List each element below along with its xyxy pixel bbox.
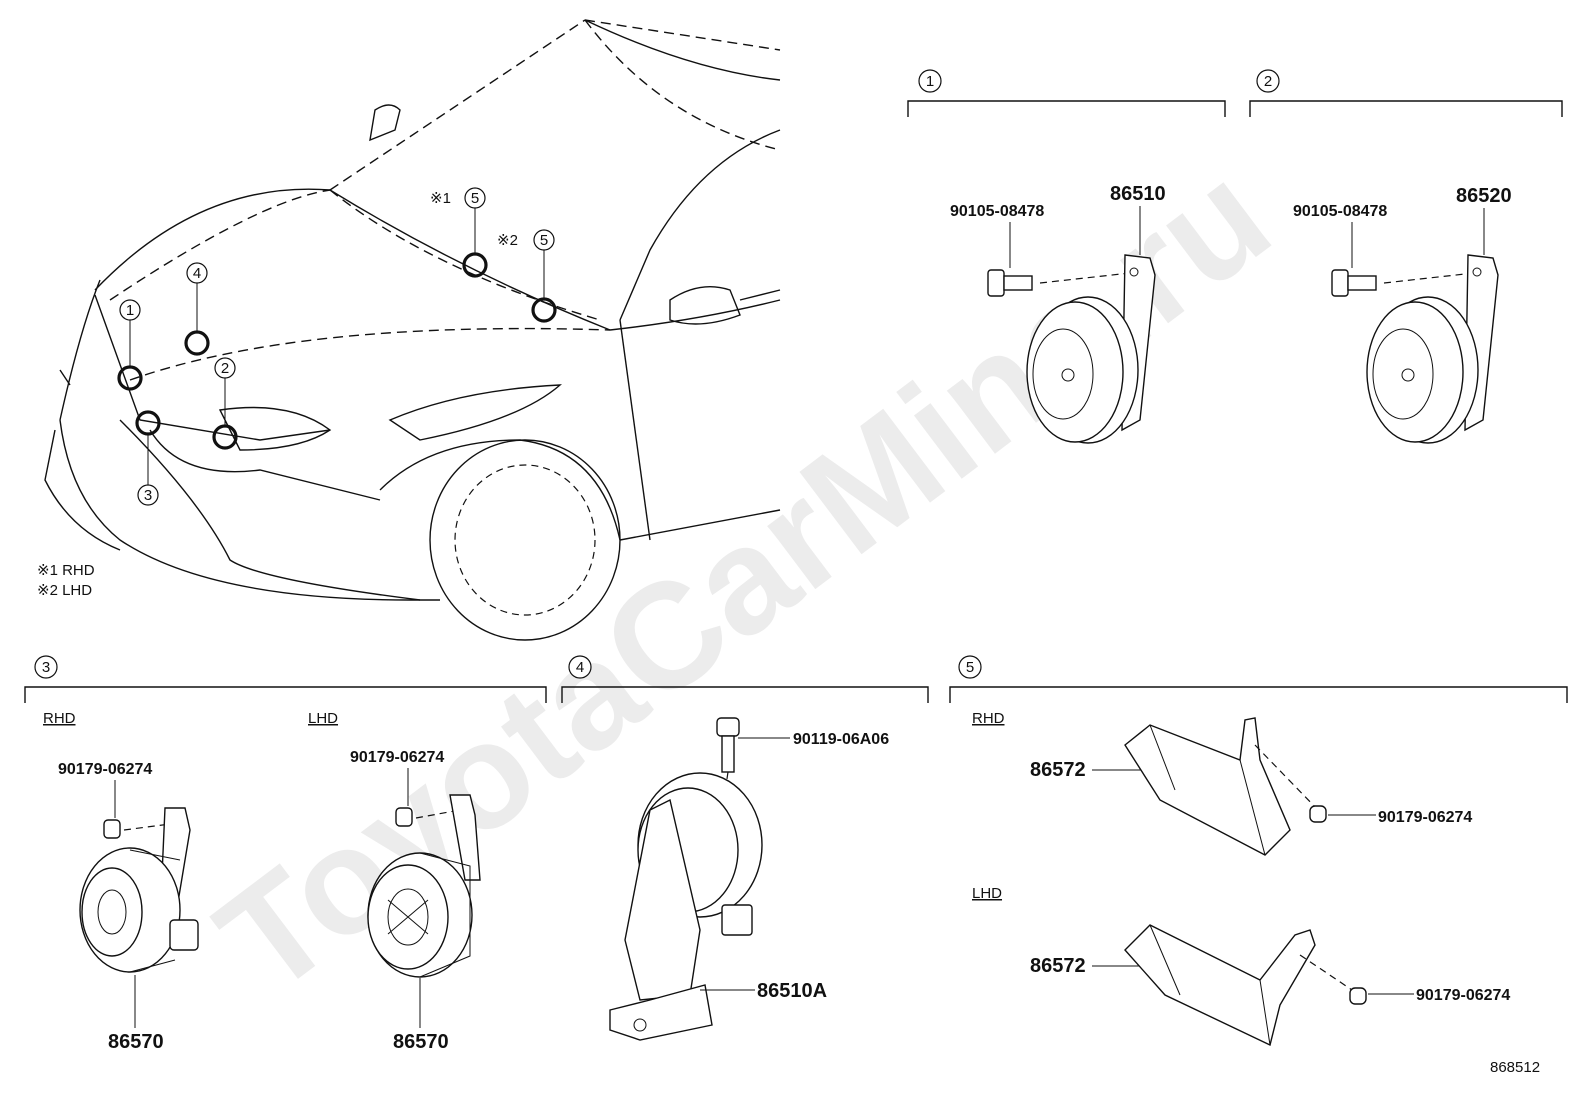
section-4-number: 4 (576, 659, 584, 676)
section-1-bolt (987, 269, 1131, 297)
section-2-horn-low: 2 90105-08478 86520 (1249, 69, 1563, 444)
car-front-view (44, 19, 781, 641)
section-1-horn-high: 1 90105-08478 86510 (907, 69, 1226, 444)
section-3-rhd-unit (79, 807, 199, 973)
callout-4-label: 4 (193, 265, 201, 282)
section-5-lhd-bracket (1124, 924, 1367, 1046)
section-2-bolt-part-number: 90105-08478 (1293, 203, 1387, 220)
callout-5-lhd-label: 5 (540, 232, 548, 249)
section-3-rhd-label: RHD (43, 710, 76, 727)
section-5-rhd-nut-part-number: 90179-06274 (1378, 809, 1472, 826)
callout-3-label: 3 (144, 487, 152, 504)
legend-note-rhd: ※1 RHD (37, 562, 95, 579)
section-4-horn-alt: 4 90119-06A06 86510A (561, 655, 929, 1041)
callout-5-rhd-label: 5 (471, 190, 479, 207)
callout-2-label: 2 (221, 360, 229, 377)
section-2-bolt (1331, 269, 1475, 297)
section-3-rhd-unit-part-number: 86570 (108, 1031, 164, 1053)
section-1-horn (1026, 254, 1156, 444)
section-5-rhd-bracket-part-number: 86572 (1030, 759, 1086, 781)
section-2-number: 2 (1264, 73, 1272, 90)
section-3-lhd-unit-part-number: 86570 (393, 1031, 449, 1053)
section-5-rhd-bracket (1124, 717, 1327, 856)
section-3-lhd-label: LHD (308, 710, 338, 727)
callout-ring-2 (212, 424, 238, 450)
section-3-lhd-nut-part-number: 90179-06274 (350, 749, 444, 766)
section-2-horn-part-number: 86520 (1456, 185, 1512, 207)
note-mark-2: ※2 (497, 232, 518, 249)
section-1-horn-part-number: 86510 (1110, 183, 1166, 205)
section-3-number: 3 (42, 659, 50, 676)
section-4-horn (609, 772, 763, 1041)
section-3-lhd-unit (367, 794, 481, 978)
note-mark-1: ※1 (430, 190, 451, 207)
section-3-rhd-nut-part-number: 90179-06274 (58, 761, 152, 778)
callout-ring-4 (184, 330, 210, 356)
callout-ring-5-rhd (462, 252, 488, 278)
section-5-lhd-bracket-part-number: 86572 (1030, 955, 1086, 977)
section-4-bolt-part-number: 90119-06A06 (793, 731, 889, 748)
section-5-number: 5 (966, 659, 974, 676)
section-5-lhd-label: LHD (972, 885, 1002, 902)
section-2-horn (1366, 254, 1499, 444)
section-5-lhd-nut-part-number: 90179-06274 (1416, 987, 1510, 1004)
section-5-horn-bracket: 5 RHD LHD 86572 90179-06274 86572 90179-… (949, 655, 1568, 1046)
car-callout-markers: 1 4 2 3 5 5 ※1 ※2 (117, 187, 557, 506)
section-4-horn-part-number: 86510A (757, 980, 827, 1002)
legend-note-lhd: ※2 LHD (37, 582, 92, 599)
section-1-number: 1 (926, 73, 934, 90)
section-5-rhd-label: RHD (972, 710, 1005, 727)
figure-id: 868512 (1490, 1059, 1540, 1076)
section-1-bolt-part-number: 90105-08478 (950, 203, 1044, 220)
section-3-security-horn: 3 RHD LHD 90179-06274 86570 90179-06274 (24, 655, 547, 1053)
callout-1-label: 1 (126, 302, 134, 319)
